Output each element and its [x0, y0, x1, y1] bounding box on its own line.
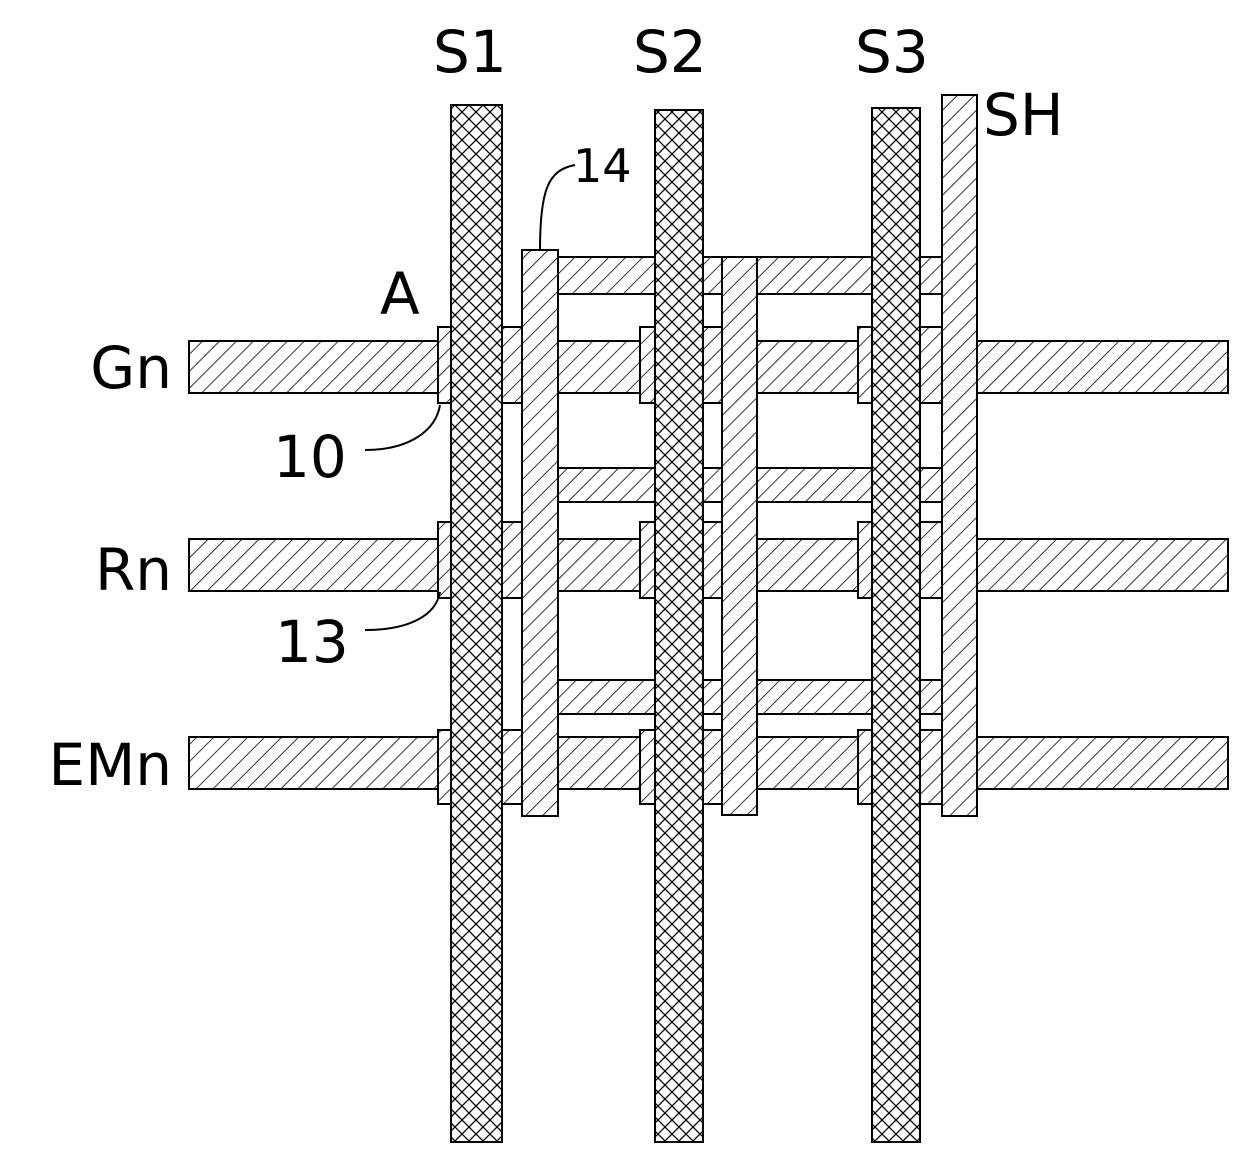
label-rn: Rn	[95, 536, 172, 604]
label-gn: Gn	[90, 334, 172, 402]
label-s3: S3	[855, 18, 929, 86]
label-14: 14	[573, 139, 632, 193]
shield-line-sh	[942, 95, 977, 816]
data-line-s1	[451, 105, 502, 1142]
leader-line-14	[540, 165, 575, 250]
transistor-pad	[920, 522, 944, 598]
transistor-pad	[500, 327, 524, 403]
vertical-connection	[722, 257, 757, 815]
label-sh: SH	[983, 81, 1063, 149]
leader-line-10	[365, 405, 440, 450]
transistor-pad	[920, 327, 944, 403]
label-10: 10	[273, 423, 347, 491]
vertical-connection-14	[522, 250, 558, 816]
data-line-s2	[655, 110, 703, 1142]
label-s1: S1	[433, 18, 507, 86]
label-a: A	[380, 260, 420, 328]
transistor-pad	[500, 730, 524, 804]
label-emn: EMn	[49, 731, 172, 799]
transistor-pad	[920, 730, 944, 804]
leader-line-13	[365, 592, 440, 630]
label-13: 13	[275, 608, 349, 676]
label-s2: S2	[633, 18, 707, 86]
transistor-pad	[500, 522, 524, 598]
data-line-s3	[872, 108, 920, 1142]
